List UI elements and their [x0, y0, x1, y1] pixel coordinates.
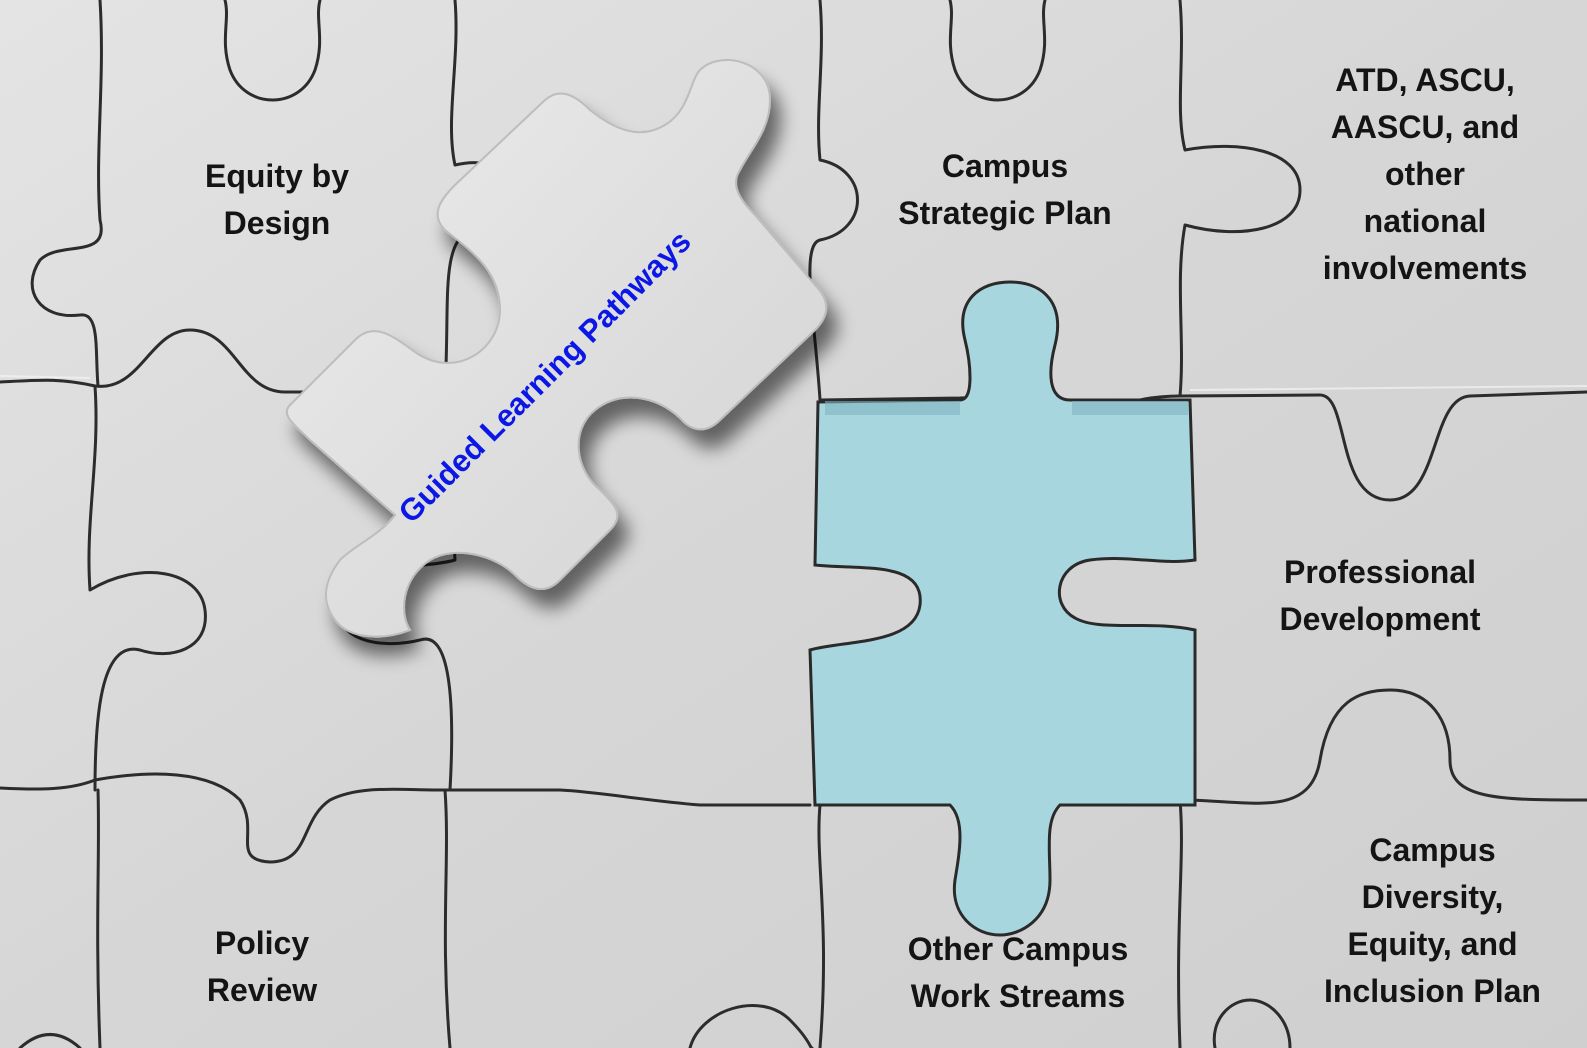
label-equity-by-design: Equity by Design: [204, 158, 349, 241]
label-policy-review: Policy Review: [206, 925, 318, 1008]
missing-piece-hole: [808, 280, 1197, 937]
lifted-puzzle-piece: [285, 59, 828, 638]
label-campus-diversity-plan: Campus Diversity, Equity, and Inclusion …: [1324, 832, 1541, 1009]
label-campus-strategic-plan: Campus Strategic Plan: [898, 148, 1112, 231]
label-professional-development: Professional Development: [1279, 554, 1481, 637]
label-other-campus-work-streams: Other Campus Work Streams: [907, 931, 1129, 1014]
label-national-involvements: ATD, ASCU, AASCU, and other national inv…: [1322, 62, 1528, 286]
